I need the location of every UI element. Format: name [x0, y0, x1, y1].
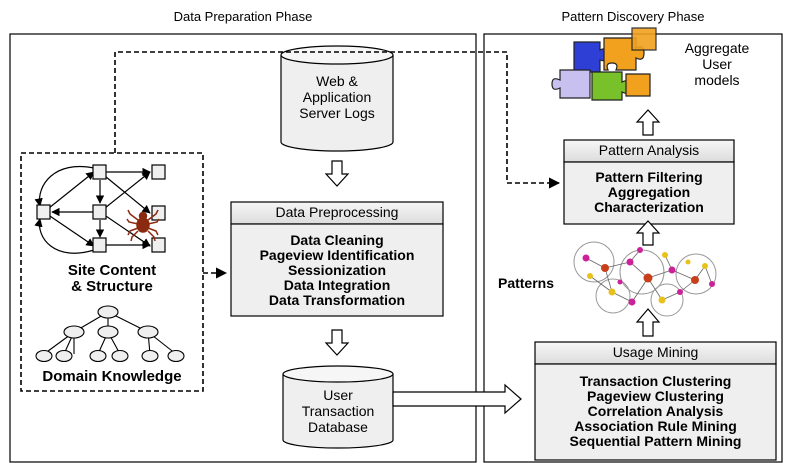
pattern-analysis-item: Characterization	[594, 199, 704, 215]
web-logs-line-3: Server Logs	[299, 105, 375, 121]
site-knowledge-dashed-box	[20, 152, 204, 392]
web-logs-line-1: Web &	[316, 73, 358, 89]
user-db-line-1: User	[323, 387, 353, 403]
user-db-line-3: Database	[308, 419, 368, 435]
site-content-line-1: Site Content	[67, 262, 157, 279]
preprocessing-to-database-arrow	[324, 329, 350, 356]
web-server-logs-cylinder	[280, 45, 394, 152]
pattern-analysis-box	[563, 139, 735, 225]
usage-mining-item: Association Rule Mining	[574, 418, 737, 434]
usage-mining-title: Usage Mining	[612, 344, 699, 360]
site-content-label: Site Content & Structure	[21, 263, 203, 295]
usage-mining-box	[534, 341, 777, 461]
aggregate-line-1: Aggregate	[684, 40, 750, 56]
preprocessing-item: Data Integration	[283, 277, 391, 293]
data-preprocessing-list: Data Cleaning Pageview Identification Se…	[231, 233, 443, 308]
domain-knowledge-tree-icon	[35, 305, 185, 363]
data-preprocessing-box	[230, 201, 444, 317]
site-structure-graph-icon	[34, 164, 166, 254]
pattern-discovery-phase-title: Pattern Discovery Phase	[561, 9, 705, 24]
pattern-analysis-list: Pattern Filtering Aggregation Characteri…	[564, 170, 734, 215]
analysis-to-models-arrow	[635, 109, 661, 136]
site-content-line-2: & Structure	[71, 278, 153, 295]
patterns-label: Patterns	[497, 275, 555, 291]
aggregate-user-models-label: Aggregate User models	[662, 40, 772, 88]
pattern-analysis-item: Pattern Filtering	[595, 169, 703, 185]
database-to-mining-arrow	[392, 383, 522, 415]
usage-mining-item: Pageview Clustering	[587, 388, 724, 404]
logs-to-preprocessing-arrow	[324, 160, 350, 187]
user-database-label: User Transaction Database	[283, 387, 393, 435]
site-to-analysis-connector	[114, 51, 561, 189]
user-db-line-2: Transaction	[301, 403, 375, 419]
data-preparation-frame	[9, 33, 477, 463]
user-transaction-database-cylinder	[282, 365, 394, 449]
pattern-analysis-item: Aggregation	[607, 184, 691, 200]
preprocessing-item: Data Cleaning	[290, 232, 384, 248]
domain-knowledge-label: Domain Knowledge	[42, 368, 182, 385]
preprocessing-item: Pageview Identification	[259, 247, 415, 263]
pattern-analysis-title: Pattern Analysis	[598, 142, 700, 158]
data-preparation-phase-title: Data Preparation Phase	[173, 9, 313, 24]
patterns-network-icon	[573, 241, 717, 317]
aggregate-line-2: User	[702, 56, 732, 72]
usage-mining-item: Correlation Analysis	[587, 403, 724, 419]
preprocessing-item: Sessionization	[287, 262, 387, 278]
preprocessing-item: Data Transformation	[268, 292, 406, 308]
aggregate-line-3: models	[694, 72, 740, 88]
web-logs-line-2: Application	[302, 89, 372, 105]
usage-mining-item: Transaction Clustering	[579, 373, 732, 389]
puzzle-pieces-icon	[551, 27, 657, 101]
mining-to-patterns-arrow	[635, 308, 661, 337]
patterns-to-analysis-arrow	[635, 220, 661, 246]
spider-crawler-icon	[126, 209, 160, 242]
data-preprocessing-title: Data Preprocessing	[275, 204, 399, 220]
usage-mining-list: Transaction Clustering Pageview Clusteri…	[535, 374, 776, 449]
usage-mining-item: Sequential Pattern Mining	[569, 433, 742, 449]
web-logs-label: Web & Application Server Logs	[281, 73, 393, 121]
